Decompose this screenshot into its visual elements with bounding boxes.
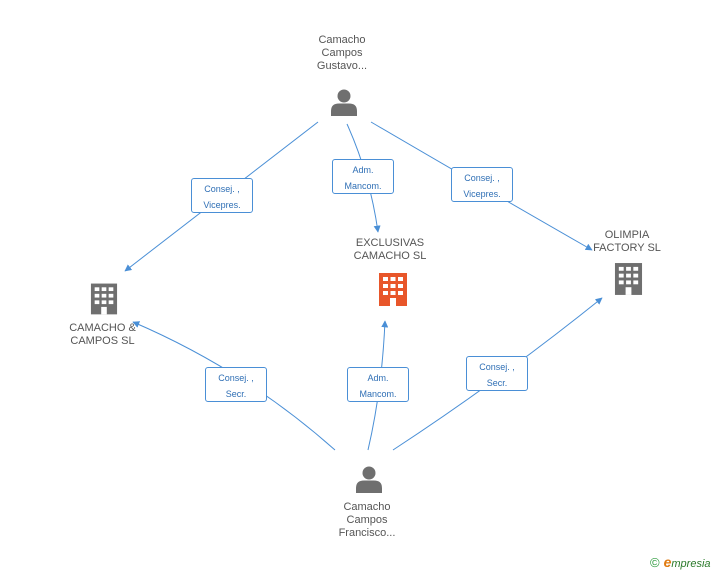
edge-label-line: Mancom. — [359, 389, 397, 399]
node-label-line: Francisco... — [338, 527, 396, 539]
node-label-line: Camacho — [318, 34, 366, 46]
node-label-francisco: Camacho Campos Francisco... — [322, 501, 412, 540]
edge-label-line: Secr. — [225, 389, 247, 399]
node-label-line: CAMACHO SL — [353, 250, 427, 262]
node-label-line: Gustavo... — [316, 60, 368, 72]
node-label-exclusivas: EXCLUSIVAS CAMACHO SL — [340, 237, 440, 263]
building-icon[interactable] — [90, 282, 118, 315]
edge-label-francisco-camacho-campos[interactable]: Consej. , Secr. — [205, 367, 267, 402]
node-label-line: CAMACHO & — [69, 322, 136, 334]
person-icon[interactable] — [355, 465, 383, 493]
edge-label-francisco-olimpia[interactable]: Consej. , Secr. — [466, 356, 528, 391]
edge-label-line: Vicepres. — [463, 189, 501, 199]
node-label-line: Camacho — [343, 501, 391, 513]
person-icon[interactable] — [330, 88, 358, 116]
copyright-icon: © — [650, 555, 660, 570]
node-label-line: EXCLUSIVAS — [355, 237, 425, 249]
node-label-line: FACTORY SL — [593, 242, 661, 254]
node-label-line: CAMPOS SL — [70, 335, 135, 347]
edge-label-line: Adm. — [367, 373, 389, 383]
node-label-olimpia: OLIMPIA FACTORY SL — [582, 229, 672, 255]
edge-label-line: Mancom. — [344, 181, 382, 191]
node-label-gustavo: Camacho Campos Gustavo... — [300, 34, 384, 73]
edge-label-gustavo-olimpia[interactable]: Consej. , Vicepres. — [451, 167, 513, 202]
edge-label-line: Consej. , — [204, 184, 240, 194]
edge-label-line: Adm. — [352, 165, 374, 175]
edge-label-gustavo-exclusivas[interactable]: Adm. Mancom. — [332, 159, 394, 194]
edge-label-line: Secr. — [486, 378, 508, 388]
node-label-line: OLIMPIA — [604, 229, 650, 241]
brand-initial: e — [663, 554, 672, 570]
edge-label-gustavo-camacho-campos[interactable]: Consej. , Vicepres. — [191, 178, 253, 213]
edge-label-francisco-exclusivas[interactable]: Adm. Mancom. — [347, 367, 409, 402]
edge-label-line: Consej. , — [479, 362, 515, 372]
building-icon[interactable] — [614, 262, 643, 295]
node-label-line: Campos — [321, 47, 363, 59]
empresia-logo: ©empresia — [650, 554, 711, 570]
edge-label-line: Consej. , — [218, 373, 254, 383]
node-label-line: Campos — [346, 514, 388, 526]
edge-label-line: Vicepres. — [203, 200, 241, 210]
edge-label-line: Consej. , — [464, 173, 500, 183]
node-label-camacho-campos: CAMACHO & CAMPOS SL — [55, 322, 150, 348]
brand-name: mpresia — [671, 558, 711, 570]
building-icon[interactable] — [378, 272, 408, 306]
